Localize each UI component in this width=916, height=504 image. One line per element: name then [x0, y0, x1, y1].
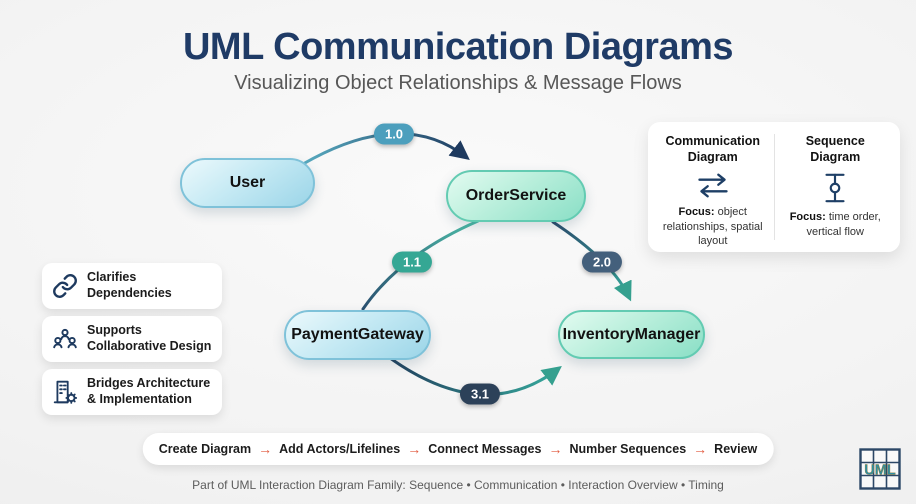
node-order-service-label: OrderService — [465, 187, 567, 204]
page-title: UML Communication Diagrams — [182, 26, 734, 68]
focus-label: Focus: — [789, 211, 826, 224]
exchange-arrows-icon — [695, 172, 731, 199]
node-user-label: User — [229, 174, 266, 191]
process-arrow-icon: → — [407, 441, 422, 457]
comparison-card: Communication Diagram Focus: object rela… — [648, 122, 900, 252]
benefit-card-collaboration: Supports Collaborative Design — [42, 316, 222, 362]
benefit-card-architecture: Bridges Architecture & Implementation — [42, 369, 222, 415]
focus-label: Focus: — [678, 206, 715, 219]
sequence-badge-2-0: 2.0 — [581, 251, 623, 273]
comparison-sequence-column: Sequence Diagram Focus: time order, vert… — [773, 134, 897, 240]
process-step-review: Review — [714, 442, 758, 456]
node-payment-gateway-label: PaymentGateway — [291, 326, 424, 343]
process-step-connect: Connect Messages — [428, 442, 542, 456]
benefit-label: Supports Collaborative Design — [87, 323, 212, 353]
uml-logo-text: UML — [864, 463, 896, 479]
node-user: User — [180, 158, 315, 208]
benefit-label: Bridges Architecture & Implementation — [87, 376, 211, 406]
lifeline-icon — [820, 172, 850, 204]
process-arrow-icon: → — [548, 441, 563, 457]
comparison-sequence-focus: Focus: time order, vertical flow — [783, 210, 889, 239]
focus-text: object relationships, spatial layout — [662, 206, 763, 247]
sequence-badge-1-1: 1.1 — [391, 251, 433, 273]
comparison-sequence-title: Sequence Diagram — [805, 134, 865, 164]
process-arrow-icon: → — [258, 441, 273, 457]
node-order-service: OrderService — [446, 170, 586, 222]
chain-link-icon — [52, 273, 78, 299]
sequence-badge-3-1: 3.1 — [459, 383, 501, 405]
footer-family-note: Part of UML Interaction Diagram Family: … — [192, 478, 724, 492]
building-gear-icon — [52, 379, 78, 405]
focus-text: time order, vertical flow — [806, 211, 881, 238]
process-arrow-icon: → — [693, 441, 708, 457]
node-inventory-manager-label: InventoryManager — [562, 325, 701, 343]
comparison-communication-column: Communication Diagram Focus: object rela… — [652, 134, 774, 247]
comparison-communication-title: Communication Diagram — [665, 134, 760, 164]
process-step-number: Number Sequences — [569, 442, 687, 456]
node-inventory-manager: InventoryManager — [558, 310, 705, 359]
process-step-create: Create Diagram — [158, 442, 252, 456]
page-subtitle: Visualizing Object Relationships & Messa… — [234, 72, 682, 94]
node-payment-gateway: PaymentGateway — [284, 310, 431, 360]
people-group-icon — [52, 327, 78, 351]
process-step-actors: Add Actors/Lifelines — [279, 442, 401, 456]
process-steps-bar: Create Diagram → Add Actors/Lifelines → … — [142, 433, 774, 465]
sequence-badge-1-0: 1.0 — [373, 123, 415, 145]
benefit-card-dependencies: Clarifies Dependencies — [42, 263, 222, 309]
comparison-communication-focus: Focus: object relationships, spatial lay… — [660, 205, 766, 248]
uml-logo: UML — [857, 446, 903, 497]
benefit-label: Clarifies Dependencies — [87, 270, 172, 300]
